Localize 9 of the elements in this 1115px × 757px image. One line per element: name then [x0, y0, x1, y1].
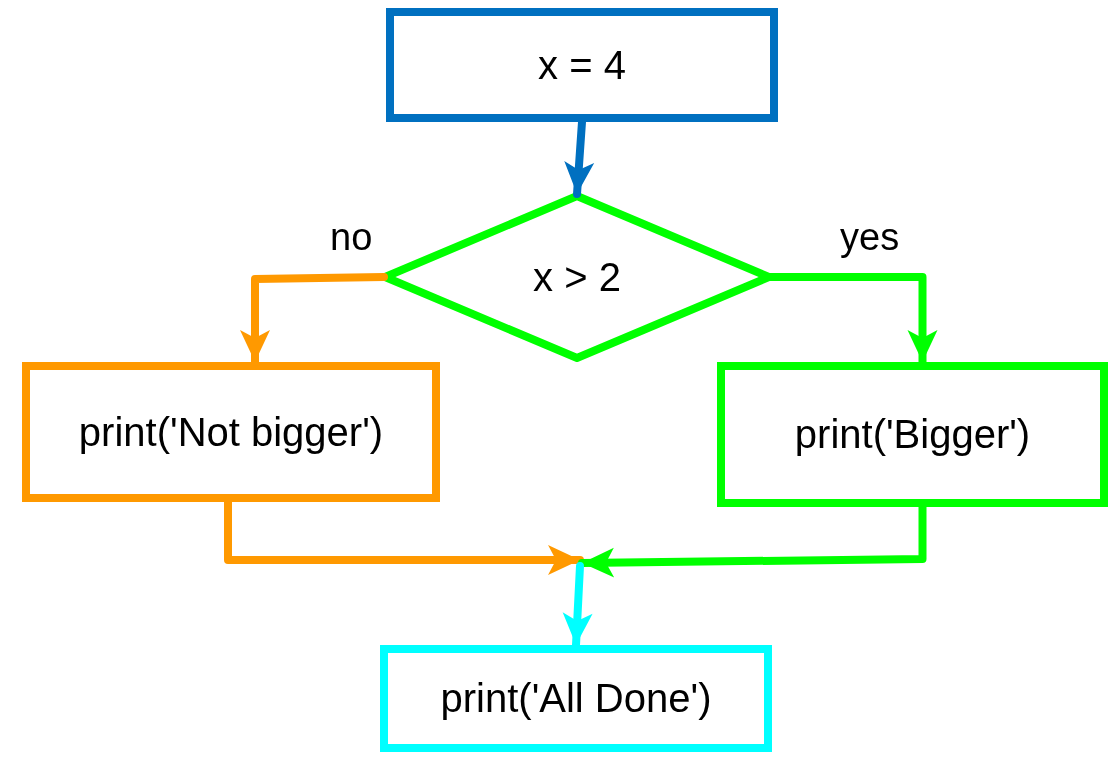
code-text: x = 4	[538, 42, 626, 88]
code-text: print('Not bigger')	[78, 409, 384, 455]
condition-text: x > 2	[533, 254, 621, 300]
code-text: print('Bigger')	[794, 412, 1031, 457]
process-box	[717, 362, 1108, 507]
process-box	[386, 8, 778, 122]
process-box	[380, 645, 772, 752]
code-text: print('All Done')	[440, 676, 712, 721]
process-box	[22, 362, 440, 502]
